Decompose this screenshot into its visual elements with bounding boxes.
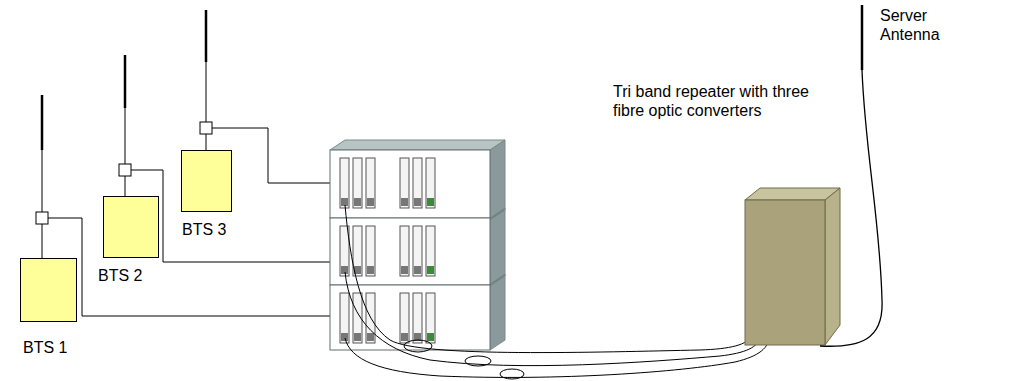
card-slot — [340, 158, 349, 208]
card-slot — [366, 226, 375, 276]
bts-box: BTS 2 — [103, 196, 159, 258]
card-slot — [413, 226, 422, 276]
card-led — [427, 333, 434, 341]
bts-box: BTS 3 — [181, 150, 232, 212]
card-led — [354, 333, 361, 341]
card-led — [341, 266, 348, 274]
bts-box: BTS 1 — [20, 258, 77, 322]
card-slot — [340, 293, 349, 343]
card-slot — [413, 293, 422, 343]
card-led — [367, 333, 374, 341]
card-led — [427, 198, 434, 206]
card-slot — [400, 158, 409, 208]
card-slot — [366, 158, 375, 208]
bts-label: BTS 3 — [182, 221, 226, 239]
card-led — [401, 333, 408, 341]
card-led — [427, 266, 434, 274]
card-slot — [353, 158, 362, 208]
card-slot — [426, 293, 435, 343]
repeater-label: Tri band repeater with three fibre optic… — [613, 82, 843, 120]
card-led — [367, 198, 374, 206]
card-slot — [400, 293, 409, 343]
bts-label: BTS 1 — [23, 339, 67, 357]
card-slot — [426, 158, 435, 208]
card-led — [414, 266, 421, 274]
card-led — [354, 198, 361, 206]
card-led — [401, 198, 408, 206]
card-led — [341, 333, 348, 341]
card-slot — [413, 158, 422, 208]
card-led — [414, 198, 421, 206]
card-slot — [400, 226, 409, 276]
card-led — [341, 198, 348, 206]
card-led — [367, 266, 374, 274]
bts-label: BTS 2 — [98, 267, 142, 285]
card-led — [401, 266, 408, 274]
card-slot — [426, 226, 435, 276]
antenna-label: Server Antenna — [880, 6, 960, 44]
